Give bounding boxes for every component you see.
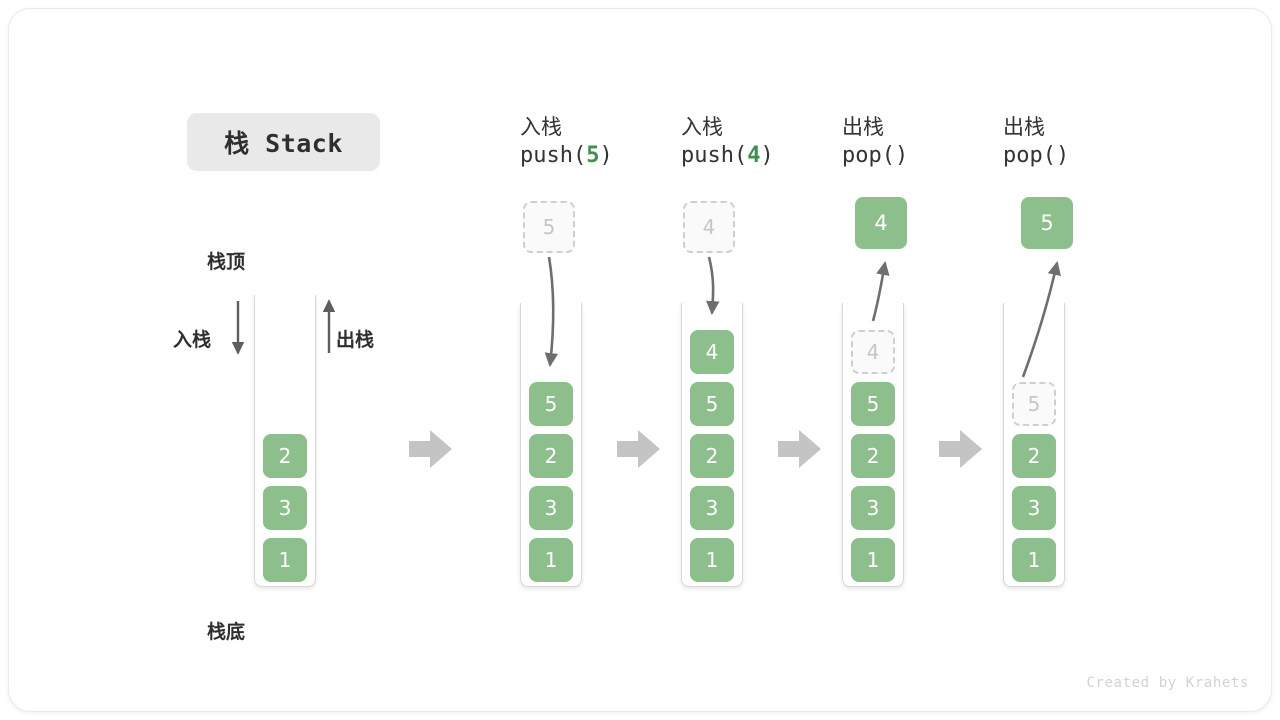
caption-pop5: 出栈 pop() — [1003, 115, 1070, 169]
watermark: Created by Krahets — [1086, 675, 1249, 691]
label-stack-bottom: 栈底 — [207, 621, 246, 643]
stack-cells-pop5: 5 2 3 1 — [1003, 303, 1065, 587]
caption-push5: 入栈 push(5) — [520, 115, 613, 169]
label-stack-top: 栈顶 — [207, 251, 246, 273]
stack-cell: 1 — [690, 538, 734, 582]
stack-cell: 3 — [529, 486, 573, 530]
flow-arrow — [409, 430, 452, 468]
floating-ghost-cell: 5 — [523, 201, 575, 253]
stack-cell: 4 — [690, 330, 734, 374]
stack-cell: 3 — [690, 486, 734, 530]
stack-cells-pop4: 4 5 2 3 1 — [842, 303, 904, 587]
stack-cell: 1 — [529, 538, 573, 582]
stack-cell: 3 — [851, 486, 895, 530]
stack-cell: 1 — [263, 538, 307, 582]
stack-cell: 5 — [690, 382, 734, 426]
floating-ghost-cell: 4 — [683, 201, 735, 253]
flow-arrow — [617, 430, 660, 468]
popped-value-cell: 4 — [855, 197, 907, 249]
stack-cell: 5 — [529, 382, 573, 426]
stack-cells-initial: 2 3 1 — [254, 295, 316, 587]
label-pop-side: 出栈 — [336, 329, 375, 351]
stack-cell: 2 — [263, 434, 307, 478]
flow-arrow — [778, 430, 821, 468]
stack-cell: 5 — [851, 382, 895, 426]
popped-value-cell: 5 — [1021, 197, 1073, 249]
stack-ghost-cell: 4 — [851, 330, 895, 374]
stack-cells-push4: 4 5 2 3 1 — [681, 303, 743, 587]
stack-cell: 3 — [1012, 486, 1056, 530]
stack-cell: 2 — [529, 434, 573, 478]
stack-cell: 3 — [263, 486, 307, 530]
stack-cells-push5: 5 2 3 1 — [520, 303, 582, 587]
diagram-stage: 栈 Stack 栈顶 入栈 出栈 栈底 2 3 1 入栈 push(5) 5 — [9, 9, 1271, 711]
label-push-side: 入栈 — [173, 329, 212, 351]
caption-push4: 入栈 push(4) — [681, 115, 774, 169]
stack-ghost-cell: 5 — [1012, 382, 1056, 426]
diagram-title-chip: 栈 Stack — [187, 113, 380, 171]
diagram-card: 栈 Stack 栈顶 入栈 出栈 栈底 2 3 1 入栈 push(5) 5 — [8, 8, 1272, 712]
stack-cell: 2 — [851, 434, 895, 478]
stack-cell: 2 — [1012, 434, 1056, 478]
flow-arrow — [939, 430, 982, 468]
stack-cell: 2 — [690, 434, 734, 478]
caption-pop4: 出栈 pop() — [842, 115, 909, 169]
stack-cell: 1 — [1012, 538, 1056, 582]
stack-cell: 1 — [851, 538, 895, 582]
